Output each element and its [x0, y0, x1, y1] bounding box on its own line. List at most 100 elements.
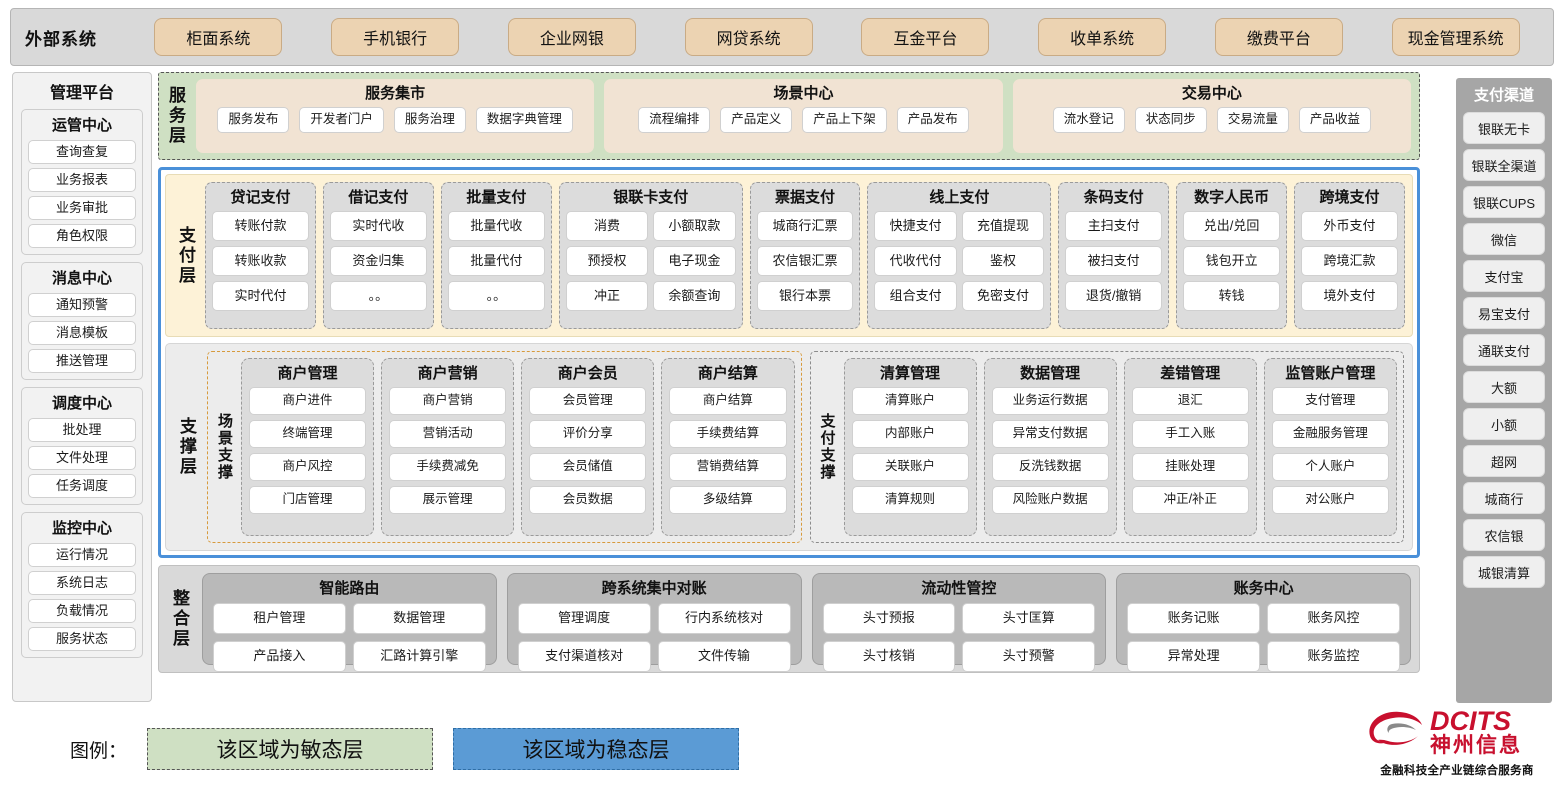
support-item[interactable]: 商户结算 [669, 387, 787, 415]
support-item[interactable]: 挂账处理 [1131, 453, 1249, 481]
support-item[interactable]: 对公账户 [1271, 486, 1389, 514]
service-item[interactable]: 交易流量 [1216, 107, 1289, 133]
support-item[interactable]: 清算规则 [851, 486, 969, 514]
support-item[interactable]: 冲正/补正 [1131, 486, 1249, 514]
support-item[interactable]: 营销活动 [389, 420, 507, 448]
support-item[interactable]: 金融服务管理 [1271, 420, 1389, 448]
support-item[interactable]: 手续费减免 [389, 453, 507, 481]
support-item[interactable]: 内部账户 [851, 420, 969, 448]
external-system-chip[interactable]: 收单系统 [1038, 18, 1167, 56]
payment-channel-item[interactable]: 超网 [1463, 445, 1545, 477]
support-item[interactable]: 营销费结算 [669, 453, 787, 481]
integration-item[interactable]: 账务记账 [1127, 603, 1261, 634]
payment-item[interactable]: 批量代付 [447, 246, 545, 276]
payment-item[interactable]: 电子现金 [653, 246, 736, 276]
integration-item[interactable]: 汇路计算引擎 [352, 641, 486, 672]
support-item[interactable]: 会员管理 [529, 387, 647, 415]
support-item[interactable]: 个人账户 [1271, 453, 1389, 481]
integration-item[interactable]: 支付渠道核对 [517, 641, 651, 672]
external-system-chip[interactable]: 柜面系统 [154, 18, 283, 56]
payment-item[interactable]: 余额查询 [653, 281, 736, 311]
payment-item[interactable]: 被扫支付 [1065, 246, 1163, 276]
payment-channel-item[interactable]: 小额 [1463, 408, 1545, 440]
payment-channel-item[interactable]: 银联CUPS [1463, 186, 1545, 218]
management-item[interactable]: 通知预警 [28, 293, 136, 317]
support-item[interactable]: 风险账户数据 [991, 486, 1109, 514]
service-item[interactable]: 产品收益 [1298, 107, 1371, 133]
payment-item[interactable]: 快捷支付 [874, 211, 957, 241]
integration-item[interactable]: 管理调度 [517, 603, 651, 634]
support-item[interactable]: 商户营销 [389, 387, 507, 415]
support-item[interactable]: 关联账户 [851, 453, 969, 481]
external-system-chip[interactable]: 网贷系统 [684, 18, 813, 56]
payment-channel-item[interactable]: 通联支付 [1463, 334, 1545, 366]
payment-channel-item[interactable]: 支付宝 [1463, 260, 1545, 292]
payment-channel-item[interactable]: 城商行 [1463, 482, 1545, 514]
service-item[interactable]: 状态同步 [1134, 107, 1207, 133]
support-item[interactable]: 展示管理 [389, 486, 507, 514]
support-item[interactable]: 商户进件 [249, 387, 367, 415]
integration-item[interactable]: 头寸匡算 [962, 603, 1096, 634]
support-item[interactable]: 手续费结算 [669, 420, 787, 448]
integration-item[interactable]: 头寸核销 [822, 641, 956, 672]
management-item[interactable]: 文件处理 [28, 446, 136, 470]
service-item[interactable]: 产品定义 [720, 107, 793, 133]
management-item[interactable]: 服务状态 [28, 627, 136, 651]
management-item[interactable]: 查询查复 [28, 140, 136, 164]
external-system-chip[interactable]: 互金平台 [861, 18, 990, 56]
payment-item[interactable]: 充值提现 [961, 211, 1045, 241]
payment-item[interactable]: 小额取款 [653, 211, 736, 241]
integration-item[interactable]: 账务监控 [1267, 641, 1400, 672]
integration-item[interactable]: 行内系统核对 [657, 603, 791, 634]
payment-item[interactable]: 退货/撤销 [1065, 281, 1163, 311]
management-item[interactable]: 任务调度 [28, 474, 136, 498]
payment-item[interactable]: 预授权 [565, 246, 649, 276]
payment-item[interactable]: 冲正 [565, 281, 649, 311]
integration-item[interactable]: 文件传输 [657, 641, 791, 672]
management-item[interactable]: 角色权限 [28, 224, 136, 248]
external-system-chip[interactable]: 缴费平台 [1214, 18, 1343, 56]
payment-item[interactable]: 。。 [329, 281, 427, 311]
payment-channel-item[interactable]: 银联无卡 [1463, 112, 1545, 144]
service-item[interactable]: 开发者门户 [299, 107, 384, 133]
support-item[interactable]: 终端管理 [249, 420, 367, 448]
payment-item[interactable]: 城商行汇票 [756, 211, 854, 241]
service-item[interactable]: 服务治理 [393, 107, 466, 133]
management-item[interactable]: 系统日志 [28, 571, 136, 595]
payment-item[interactable]: 兑出/兑回 [1183, 211, 1281, 241]
payment-item[interactable]: 钱包开立 [1183, 246, 1281, 276]
payment-item[interactable]: 转账收款 [212, 246, 309, 276]
support-item[interactable]: 清算账户 [851, 387, 969, 415]
payment-channel-item[interactable]: 易宝支付 [1463, 297, 1545, 329]
payment-item[interactable]: 批量代收 [447, 211, 545, 241]
payment-item[interactable]: 农信银汇票 [756, 246, 854, 276]
payment-channel-item[interactable]: 银联全渠道 [1463, 149, 1545, 181]
service-item[interactable]: 流程编排 [638, 107, 711, 133]
integration-item[interactable]: 头寸预报 [822, 603, 956, 634]
support-item[interactable]: 门店管理 [249, 486, 367, 514]
service-item[interactable]: 流水登记 [1052, 107, 1125, 133]
payment-item[interactable]: 代收代付 [874, 246, 957, 276]
support-item[interactable]: 会员数据 [529, 486, 647, 514]
payment-item[interactable]: 境外支付 [1301, 281, 1399, 311]
management-item[interactable]: 批处理 [28, 418, 136, 442]
integration-item[interactable]: 异常处理 [1127, 641, 1261, 672]
support-item[interactable]: 会员储值 [529, 453, 647, 481]
integration-item[interactable]: 头寸预警 [962, 641, 1096, 672]
payment-item[interactable]: 外币支付 [1301, 211, 1399, 241]
support-item[interactable]: 业务运行数据 [991, 387, 1109, 415]
external-system-chip[interactable]: 现金管理系统 [1391, 18, 1520, 56]
support-item[interactable]: 反洗钱数据 [991, 453, 1109, 481]
integration-item[interactable]: 账务风控 [1267, 603, 1400, 634]
support-item[interactable]: 评价分享 [529, 420, 647, 448]
external-system-chip[interactable]: 企业网银 [507, 18, 636, 56]
payment-item[interactable]: 鉴权 [961, 246, 1045, 276]
external-system-chip[interactable]: 手机银行 [331, 18, 460, 56]
support-item[interactable]: 手工入账 [1131, 420, 1249, 448]
payment-item[interactable]: 实时代付 [212, 281, 309, 311]
service-item[interactable]: 产品发布 [896, 107, 969, 133]
service-item[interactable]: 数据字典管理 [475, 107, 573, 133]
payment-item[interactable]: 主扫支付 [1065, 211, 1163, 241]
support-item[interactable]: 支付管理 [1271, 387, 1389, 415]
support-item[interactable]: 多级结算 [669, 486, 787, 514]
